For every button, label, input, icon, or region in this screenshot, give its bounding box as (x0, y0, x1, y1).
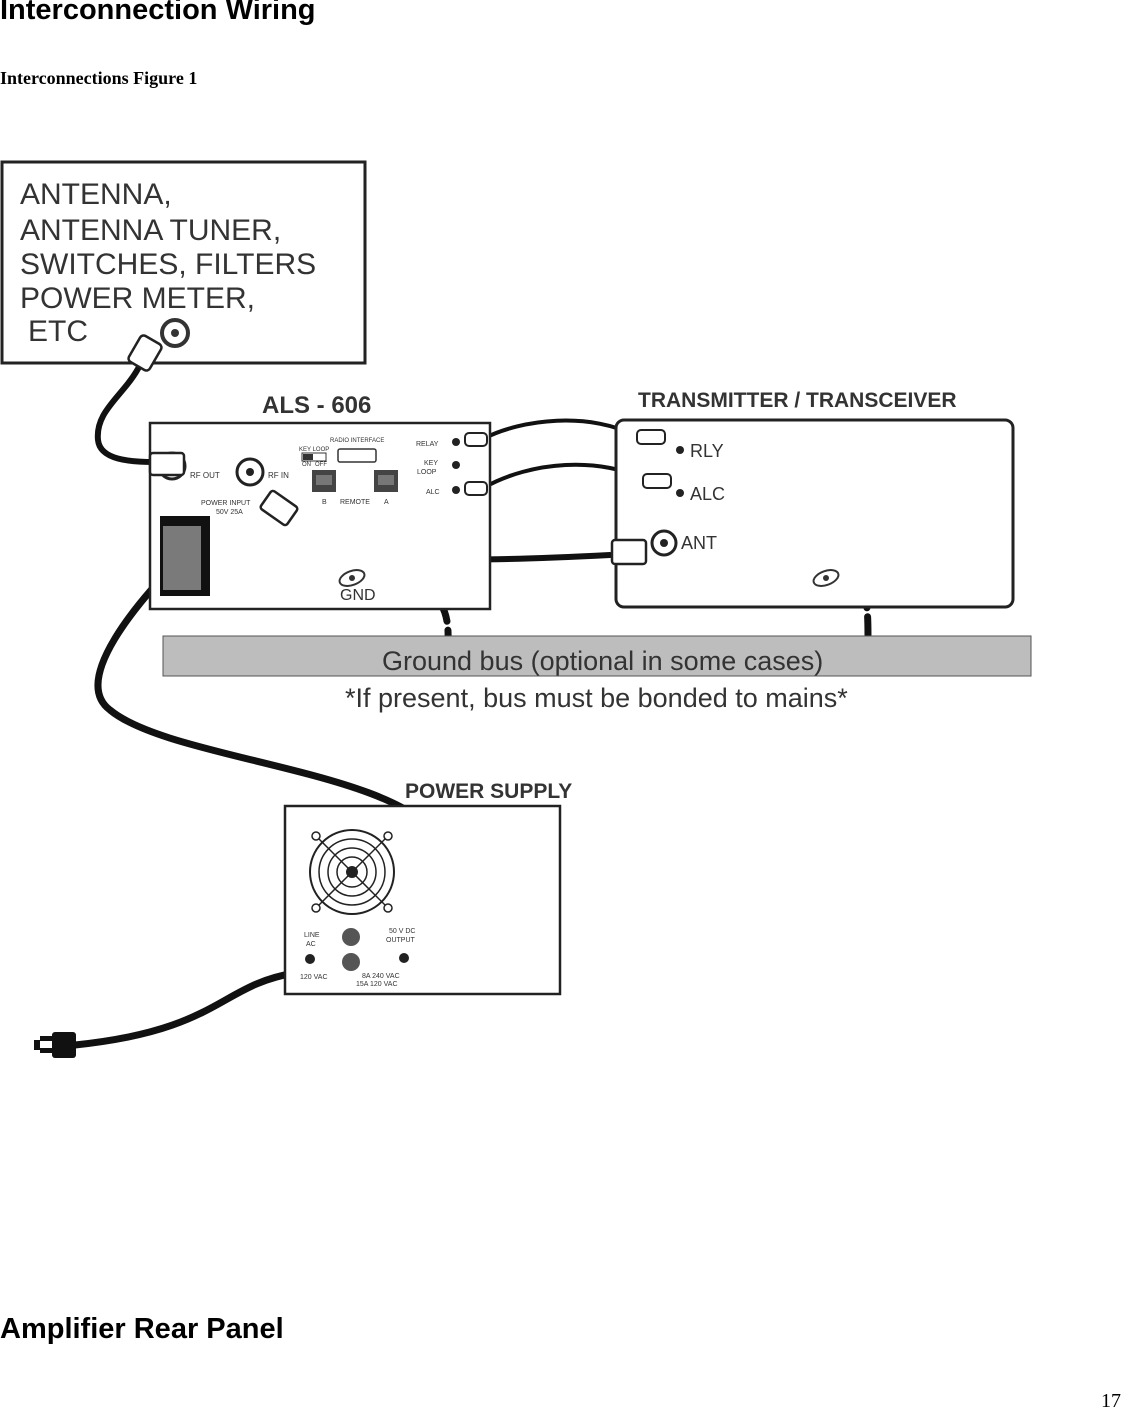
rly-jack (676, 446, 684, 454)
antenna-label-4: POWER METER, (20, 282, 255, 315)
transceiver-title: TRANSMITTER / TRANSCEIVER (638, 389, 957, 412)
fuse-rating-2: 15A 120 VAC (356, 981, 398, 988)
antenna-label-5: ETC (28, 315, 88, 348)
key-loop-switch (301, 452, 327, 462)
relay-jack (452, 438, 460, 446)
key-loop-switch-label: KEY LOOP (299, 447, 329, 453)
line-ac-label-1: LINE (304, 932, 320, 939)
remote-label: REMOTE (340, 499, 370, 506)
amp-title: ALS - 606 (262, 392, 371, 419)
fuse-holder-top (342, 928, 360, 946)
port-b-label: B (322, 499, 327, 506)
alc-label-xcvr: ALC (690, 484, 725, 504)
switch-off-label: OFF (315, 462, 327, 468)
fuse-rating-1: 8A 240 VAC (362, 973, 400, 980)
power-supply-panel: POWER SUPPLY LINE AC 120 VAC 50 V DC OUT… (283, 780, 572, 996)
rf-in-label: RF IN (268, 471, 289, 480)
dc-output-socket (399, 953, 409, 963)
antenna-label-1: ANTENNA, (20, 178, 172, 211)
amplifier-panel: ALS - 606 RF OUT RF IN KEY LOOP ON OFF R… (148, 392, 492, 611)
ground-bus-label: Ground bus (optional in some cases) (382, 646, 823, 676)
dc-output-label-1: 50 V DC (389, 928, 415, 935)
radio-interface-label: RADIO INTERFACE (330, 438, 384, 444)
dc-output-label-2: OUTPUT (386, 937, 416, 944)
line-ac-label-2: AC (306, 941, 316, 948)
alc-jack-amp (452, 486, 460, 494)
antenna-cable-plugs (127, 334, 299, 527)
vac-120-label: 120 VAC (300, 974, 328, 981)
fan-icon (309, 829, 395, 915)
antenna-label-2: ANTENNA TUNER, (20, 214, 281, 247)
ground-bus: Ground bus (optional in some cases) *If … (162, 635, 1032, 713)
ant-label: ANT (681, 533, 717, 553)
ground-bus-note: *If present, bus must be bonded to mains… (345, 683, 848, 713)
power-input-label-2: 50V 25A (216, 509, 243, 516)
antenna-cable (94, 362, 158, 465)
switch-on-label: ON (302, 462, 311, 468)
figure-caption: Interconnections Figure 1 (0, 68, 198, 88)
antenna-label-3: SWITCHES, FILTERS (20, 248, 316, 281)
rf-out-label: RF OUT (190, 471, 220, 480)
alc-jack-xcvr (676, 489, 684, 497)
line-ac-socket (305, 954, 315, 964)
fuse-holder-bottom (342, 953, 360, 971)
page-title: Interconnection Wiring (0, 0, 316, 26)
rly-label: RLY (690, 441, 724, 461)
antenna-box: ANTENNA, ANTENNA TUNER, SWITCHES, FILTER… (0, 160, 367, 365)
key-loop-jack (452, 461, 460, 469)
page-number: 17 (1101, 1390, 1121, 1412)
radio-interface-port (337, 448, 377, 463)
power-supply-title: POWER SUPPLY (405, 780, 572, 803)
key-loop-label-2: LOOP (417, 469, 437, 476)
section-heading: Amplifier Rear Panel (0, 1313, 284, 1345)
power-input-label-1: POWER INPUT (201, 500, 251, 507)
interconnection-diagram: ANTENNA, ANTENNA TUNER, SWITCHES, FILTER… (0, 160, 1032, 1058)
relay-label: RELAY (416, 441, 439, 448)
port-a-label: A (384, 499, 389, 506)
mains-plug-icon (34, 1032, 76, 1058)
gnd-label: GND (340, 587, 376, 604)
key-loop-label-1: KEY (424, 460, 438, 467)
ac-mains-cord (71, 969, 299, 1049)
alc-label-amp: ALC (426, 489, 440, 496)
transceiver-panel: TRANSMITTER / TRANSCEIVER RLY ALC ANT (610, 389, 1015, 609)
